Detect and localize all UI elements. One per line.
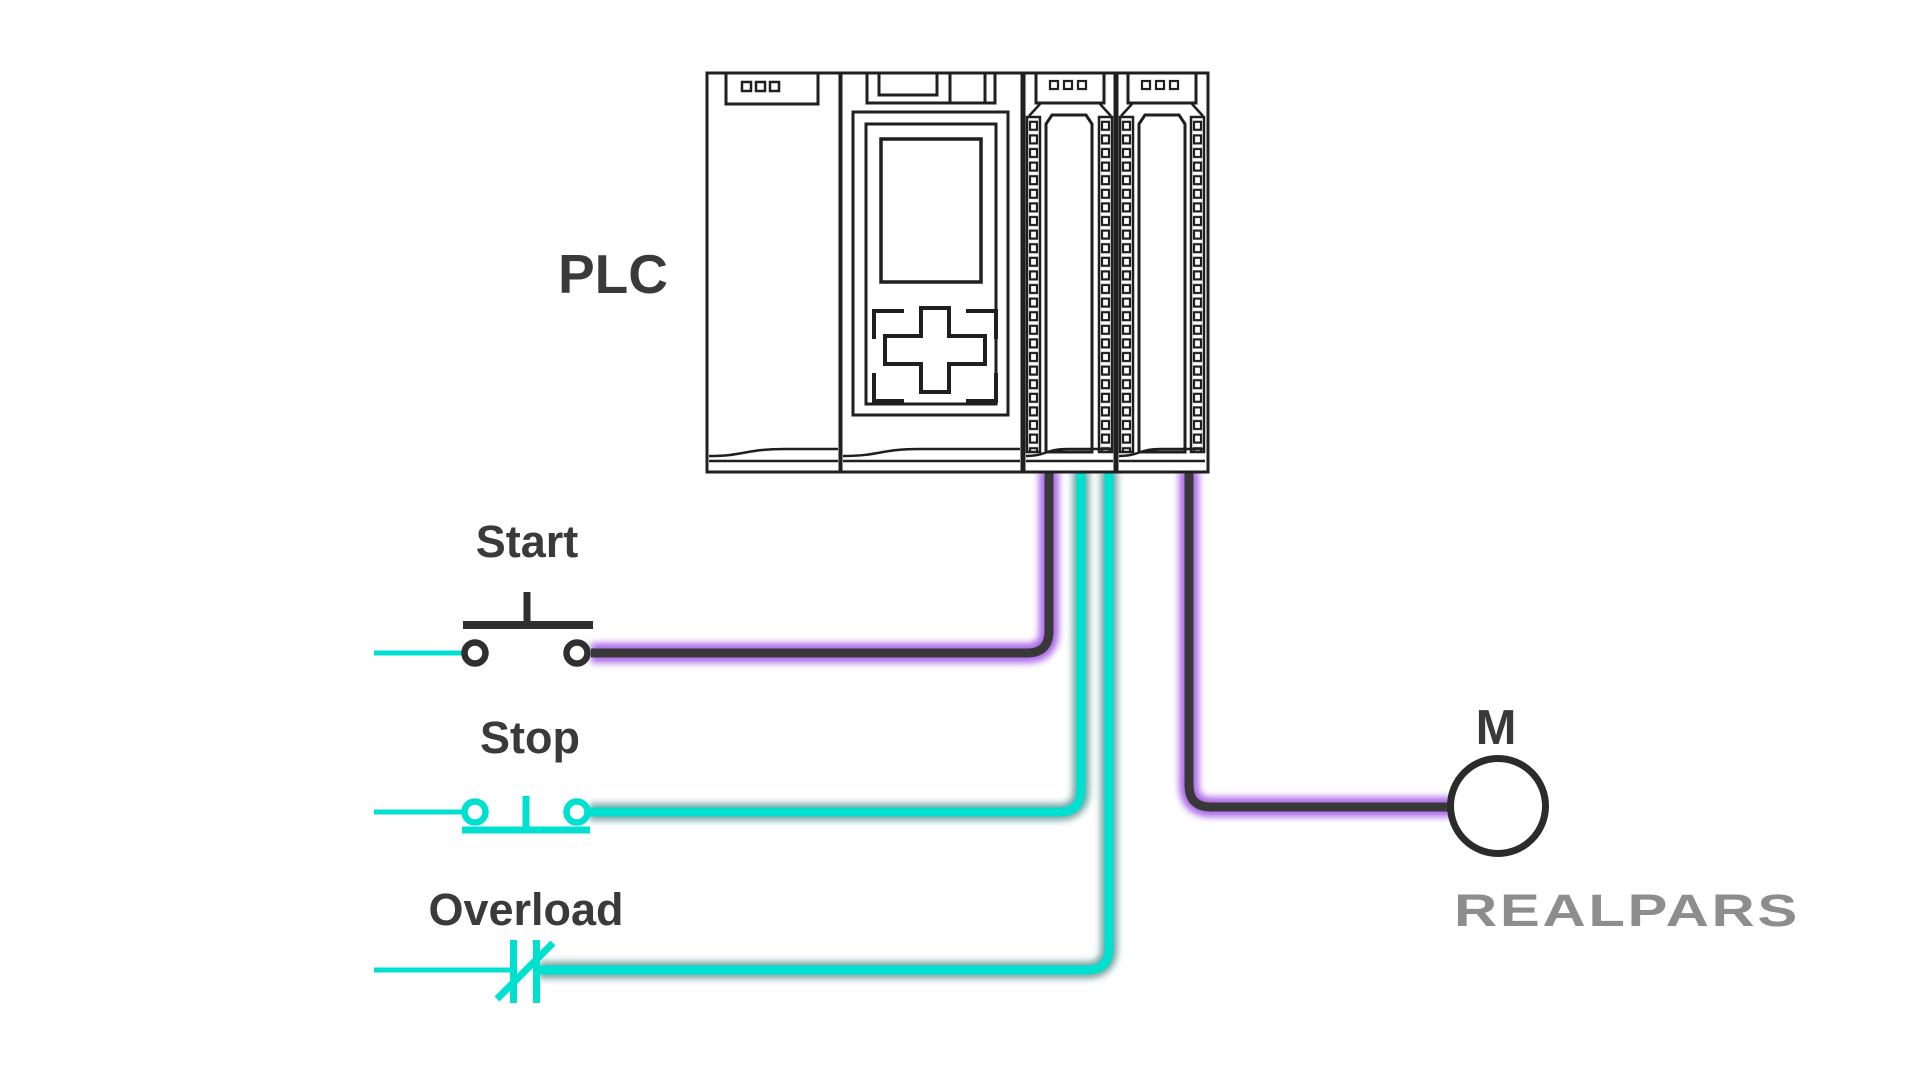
plc-label: PLC bbox=[558, 243, 668, 305]
overload-contact-symbol bbox=[494, 940, 556, 1003]
wiring-door bbox=[1137, 113, 1187, 454]
wiring-door bbox=[1044, 113, 1094, 454]
wire-stop-glow bbox=[589, 470, 1090, 821]
wire-start-core bbox=[591, 470, 1054, 658]
cpu-keypad-corner-brackets bbox=[872, 309, 998, 403]
plc-power-supply-module bbox=[705, 71, 842, 474]
cpu-keypad-plus-icon bbox=[883, 306, 987, 394]
terminal-strip bbox=[1025, 115, 1042, 454]
plc-io-module-2 bbox=[1115, 71, 1210, 474]
led-panel bbox=[1034, 71, 1106, 105]
module-foot-curve bbox=[1118, 447, 1205, 458]
stop-terminal-left bbox=[461, 798, 489, 826]
overload-label: Overload bbox=[428, 884, 623, 935]
plc-cpu-module bbox=[839, 71, 1024, 474]
wire-start-to-plc bbox=[591, 470, 1059, 663]
cpu-inner-frame bbox=[864, 122, 998, 406]
status-led-icon bbox=[1140, 79, 1180, 91]
module-foot-curve bbox=[842, 447, 1020, 458]
module-foot-curve bbox=[708, 447, 838, 458]
plc-io-module-1 bbox=[1022, 71, 1117, 474]
start-terminal-right bbox=[563, 639, 591, 667]
led-panel bbox=[1126, 71, 1198, 105]
stop-button-symbol bbox=[461, 796, 591, 834]
wire-motor-glow bbox=[1179, 470, 1452, 817]
plc-unit bbox=[705, 71, 1210, 474]
stop-label: Stop bbox=[480, 712, 580, 763]
terminal-strip bbox=[1189, 115, 1206, 454]
motor-circle bbox=[1447, 755, 1549, 857]
cpu-display-screen bbox=[879, 137, 983, 284]
wire-stop-core bbox=[589, 470, 1086, 817]
led-panel bbox=[724, 71, 820, 106]
start-terminal-left bbox=[461, 639, 489, 667]
wire-overload-core bbox=[539, 470, 1114, 975]
cpu-face-frame bbox=[851, 110, 1010, 417]
wire-start-glow bbox=[591, 470, 1059, 663]
wire-stop-to-plc bbox=[589, 470, 1090, 821]
wire-overload-glow bbox=[539, 470, 1118, 979]
terminal-strip bbox=[1097, 115, 1114, 454]
cpu-top-window bbox=[877, 71, 939, 97]
status-led-icon bbox=[1048, 79, 1088, 91]
status-led-icon bbox=[740, 80, 781, 93]
motor-label: M bbox=[1476, 701, 1517, 755]
wire-motor-core bbox=[1184, 470, 1452, 812]
stop-terminal-right bbox=[563, 798, 591, 826]
realpars-logo: REALPARS bbox=[1454, 885, 1800, 936]
start-button-symbol bbox=[461, 592, 593, 667]
start-label: Start bbox=[476, 516, 579, 567]
terminal-strip bbox=[1118, 115, 1135, 454]
overload-slash bbox=[494, 940, 556, 1002]
wire-plc-to-motor bbox=[1179, 470, 1452, 817]
wire-overload-to-plc bbox=[539, 470, 1118, 979]
input-leads bbox=[374, 650, 512, 973]
module-foot-curve bbox=[1025, 447, 1113, 458]
